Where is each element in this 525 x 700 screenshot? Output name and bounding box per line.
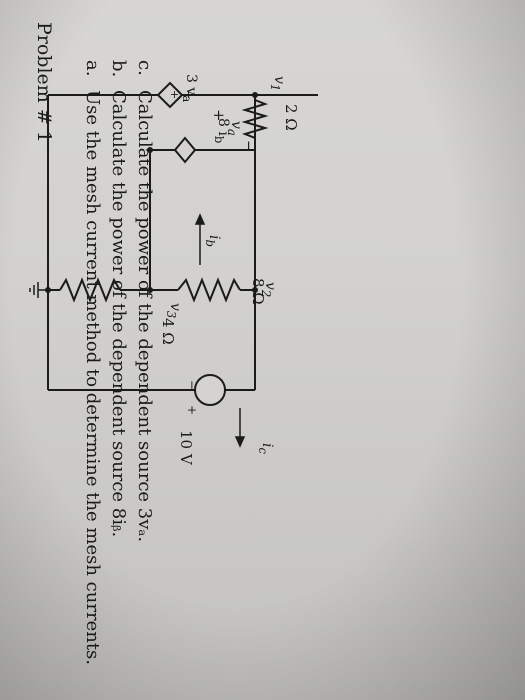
wire-top — [254, 94, 318, 390]
label-ic-sub: c — [256, 447, 271, 455]
label-v2-sub: 2 — [259, 289, 274, 298]
node-v1-dot — [252, 92, 258, 98]
dependent-source-8ib-icon — [173, 136, 197, 164]
label-v2: v2 — [259, 282, 278, 297]
label-v1: v1 — [268, 76, 287, 91]
label-ib-sub: b — [203, 239, 218, 247]
label-10v-minus: − — [185, 380, 199, 391]
label-ic: ic — [256, 443, 275, 454]
label-8ib-sub: b — [212, 135, 227, 144]
resistor-2ohm-icon — [241, 95, 269, 150]
node-mid-dot — [147, 147, 153, 153]
label-v1-sub: 1 — [268, 83, 283, 92]
label-va-minus: − — [240, 140, 258, 153]
voltage-source-10v-icon — [194, 374, 226, 406]
label-v1-letter: v — [271, 76, 287, 84]
label-10v: 10 V — [177, 430, 195, 465]
circuit-wires — [47, 94, 318, 391]
label-v3: v3 — [164, 303, 183, 318]
dependent-source-3va-icon — [156, 81, 184, 109]
label-10v-plus: + — [185, 405, 199, 416]
label-8ib-text: 8 i — [215, 118, 231, 136]
label-v3-letter: v — [167, 303, 183, 311]
label-8ib: 8 ib — [212, 118, 231, 143]
label-4ohm: 4 Ω — [159, 318, 177, 345]
label-v2-letter: v — [262, 282, 278, 290]
label-ib: ib — [203, 235, 222, 247]
label-2ohm: 2 Ω — [282, 104, 300, 131]
circuit-geometry — [29, 81, 318, 448]
label-3va-plus: + — [168, 90, 181, 100]
wire-mid-branch-lower — [149, 149, 175, 290]
label-3va-minus: − — [182, 90, 195, 100]
node-v2-dot — [252, 287, 258, 293]
node-v3-dot — [147, 287, 153, 293]
label-v3-sub: 3 — [164, 310, 179, 319]
current-ic-arrow-icon — [234, 408, 246, 448]
resistor-4ohm-icon — [59, 277, 121, 303]
resistor-8ohm-icon — [177, 277, 241, 303]
ground-icon — [29, 282, 48, 298]
current-ib-arrow-icon — [194, 213, 206, 265]
